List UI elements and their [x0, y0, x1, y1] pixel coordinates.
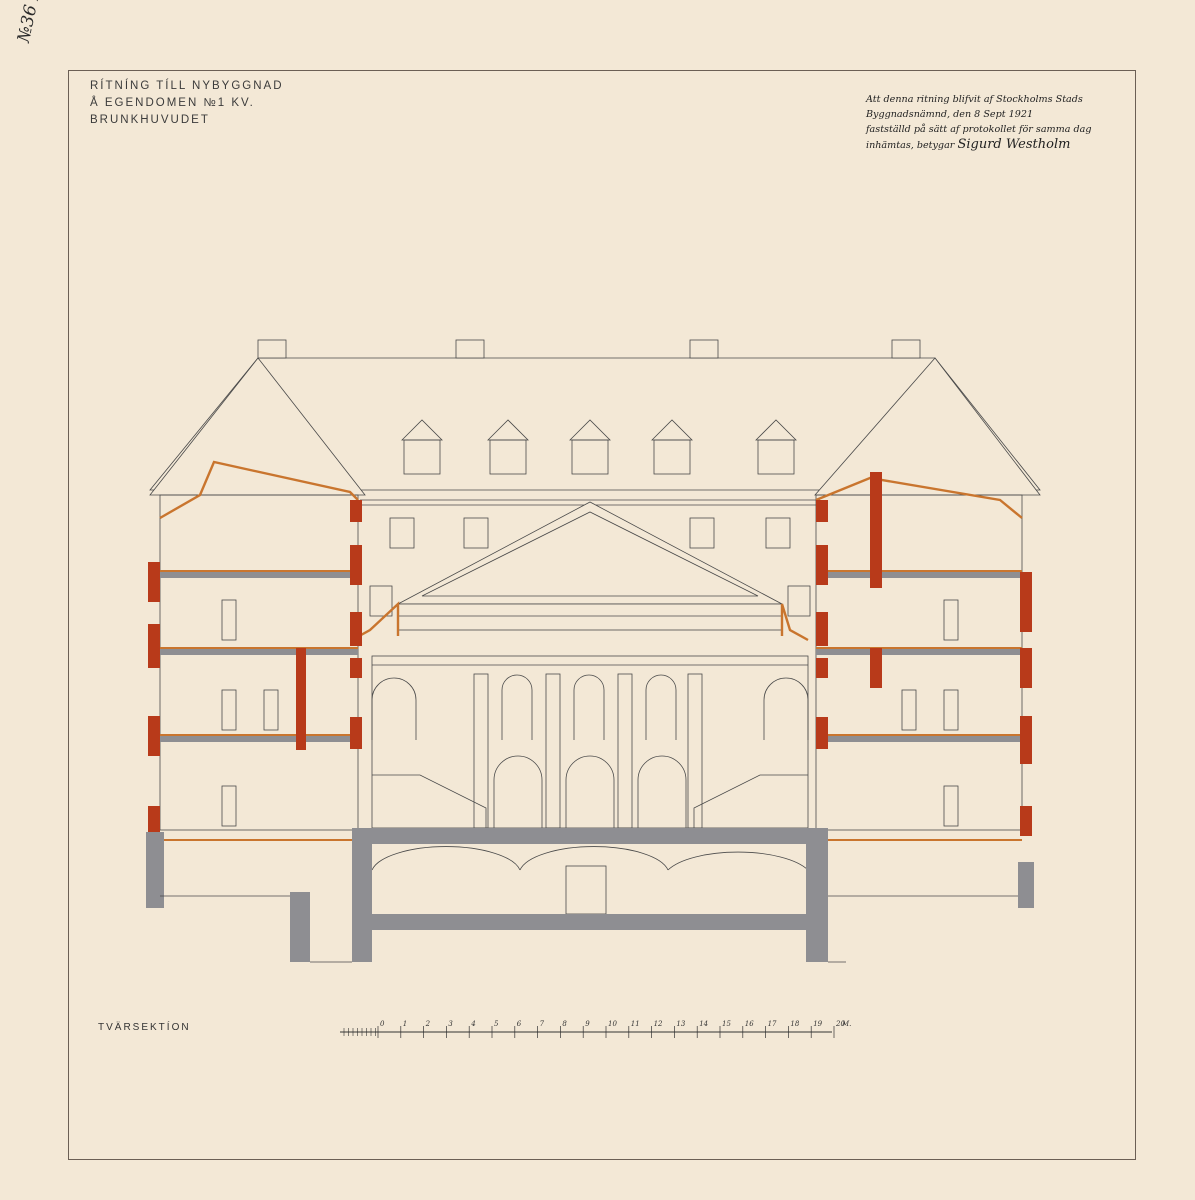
scale-tick-label: 16: [745, 1020, 754, 1028]
approval-line-2: Byggnadsnämnd, den 8 Sept 1921: [866, 109, 1034, 120]
scale-tick-label: 11: [631, 1020, 640, 1028]
approval-signature: Sigurd Westholm: [957, 137, 1071, 152]
scale-tick-label: 3: [448, 1020, 453, 1028]
scale-tick-label: 12: [654, 1020, 663, 1028]
title-line-2: Å EGENDOMEN №1 KV.: [90, 97, 255, 109]
dormers: [401, 419, 797, 475]
scale-unit: M.: [841, 1020, 851, 1028]
scale-tick-label: 15: [722, 1020, 731, 1028]
section-label: TVÄRSEKTÍON: [98, 1022, 191, 1033]
scale-tick-label: 14: [699, 1020, 708, 1028]
approval-line-4-text: inhämtas, betygar: [866, 140, 955, 151]
drawing-title: RÍTNÍNG TÍLL NYBYGGNAD Å EGENDOMEN №1 KV…: [90, 78, 284, 129]
pediment: [397, 501, 783, 605]
scale-tick-label: 4: [470, 1020, 475, 1028]
approval-line-3: fastställd på sätt af protokollet för sa…: [866, 124, 1092, 135]
approval-line-4: inhämtas, betygar Sigurd Westholm: [866, 137, 1126, 153]
title-line-1: RÍTNÍNG TÍLL NYBYGGNAD: [90, 80, 284, 92]
cut-walls: [148, 472, 1032, 836]
scale-tick-label: 17: [768, 1020, 777, 1028]
scale-tick-label: 20: [835, 1020, 845, 1028]
scale-tick-label: 1: [403, 1020, 407, 1028]
scale-tick-label: 6: [517, 1020, 522, 1028]
chimney: [257, 339, 287, 359]
approval-line-1: Att denna ritning blifvit af Stockholms …: [866, 94, 1083, 105]
approval-stamp: Att denna ritning blifvit af Stockholms …: [866, 92, 1126, 153]
scale-tick-label: 0: [380, 1020, 385, 1028]
chimney: [455, 339, 485, 359]
building-elevation: [149, 339, 1041, 915]
foundations: [146, 828, 1034, 962]
scale-tick-label: 8: [562, 1020, 567, 1028]
scale-tick-label: 9: [585, 1020, 590, 1028]
chimney: [689, 339, 719, 359]
scale-tick-label: 10: [608, 1020, 617, 1028]
title-line-3: BRUNKHUVUDET: [90, 114, 210, 126]
scale-tick-label: 5: [494, 1020, 499, 1028]
scale-tick-label: 18: [790, 1020, 799, 1028]
scale-tick-label: 2: [425, 1020, 431, 1028]
floor-slabs: [159, 460, 1023, 841]
chimney: [891, 339, 921, 359]
courtyard-facade: [371, 655, 809, 829]
scale-tick-label: 7: [540, 1020, 545, 1028]
drawing-frame: [68, 70, 1136, 1160]
scale-tick-label: 19: [813, 1020, 822, 1028]
scale-tick-label: 13: [676, 1020, 685, 1028]
